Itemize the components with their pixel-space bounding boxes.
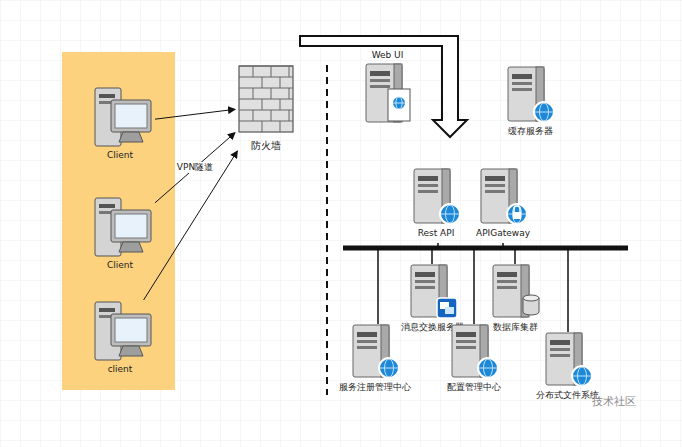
node-label: Client	[85, 150, 155, 161]
node-label: Client	[85, 260, 155, 271]
server-node: 服务注册管理中心	[330, 324, 420, 393]
node-label: 服务注册管理中心	[330, 382, 420, 393]
node-label: 数据库集群	[485, 322, 545, 333]
node-label: client	[85, 364, 155, 375]
node-label: Rest API	[405, 228, 467, 239]
computer-icon	[345, 324, 405, 380]
computer-icon	[87, 86, 153, 148]
client-panel	[62, 52, 175, 390]
computer-icon	[538, 332, 598, 388]
server-node: Web UI	[355, 50, 420, 125]
server-node: 配置管理中心	[438, 324, 510, 393]
node-label: APIGateway	[470, 228, 536, 239]
edge-label: VPN隧道	[176, 162, 214, 173]
client-computer: Client	[85, 86, 155, 161]
node-label: 缓存服务器	[500, 126, 560, 137]
dashed-boundary	[326, 65, 328, 395]
server-node: 缓存服务器	[500, 66, 560, 137]
computer-icon	[485, 264, 545, 320]
arrow-connector	[155, 109, 235, 119]
server-node: 数据库集群	[485, 264, 545, 333]
watermark: 技术社区	[592, 394, 636, 409]
bus-taps	[378, 243, 568, 332]
computer-icon	[444, 324, 504, 380]
arrow-connector	[155, 133, 235, 203]
computer-icon	[500, 66, 560, 124]
node-label: Web UI	[355, 50, 420, 61]
hollow-arrow	[300, 36, 467, 137]
server-node: APIGateway	[470, 168, 536, 239]
server-node: 消息交换服务器	[390, 264, 475, 333]
brick-wall-icon	[235, 60, 297, 138]
computer-icon	[473, 168, 533, 226]
node-label: 配置管理中心	[438, 382, 510, 393]
computer-icon	[358, 63, 418, 125]
computer-icon	[87, 196, 153, 258]
server-node: Rest API	[405, 168, 467, 239]
client-computer: client	[85, 300, 155, 375]
computer-icon	[406, 168, 466, 226]
node-label: 防火墙	[235, 140, 297, 151]
firewall-node: 防火墙	[235, 60, 297, 151]
computer-icon	[87, 300, 153, 362]
computer-icon	[403, 264, 463, 320]
arrow-connector	[144, 151, 238, 300]
network-bus	[343, 246, 628, 251]
client-computer: Client	[85, 196, 155, 271]
server-node: 分布式文件系统	[525, 332, 610, 401]
